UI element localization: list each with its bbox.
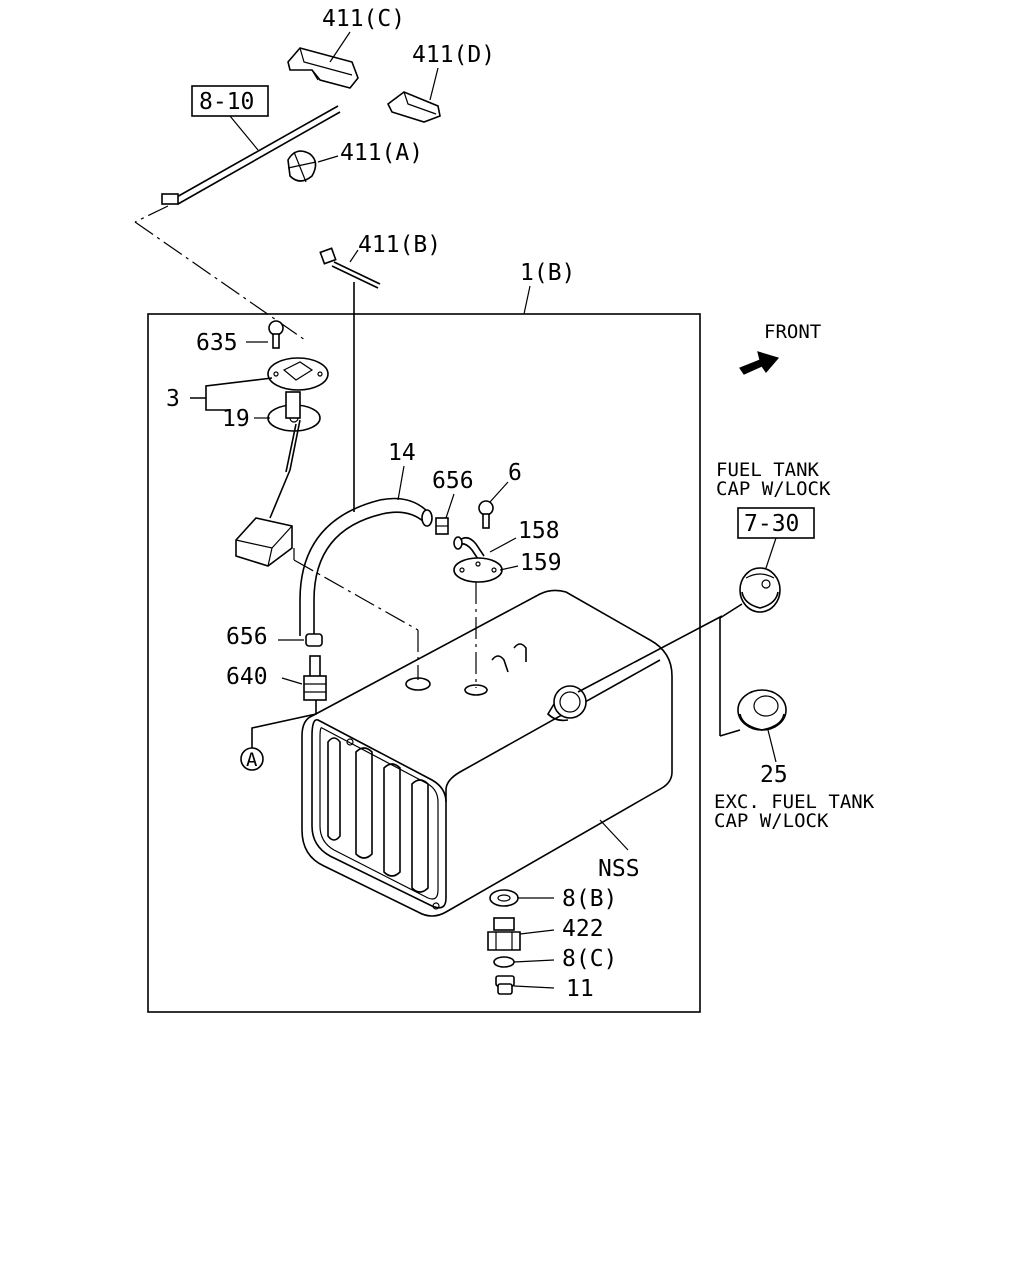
- leader-411a: [317, 155, 339, 163]
- plug-422: [487, 917, 521, 951]
- leader-158: [489, 537, 517, 553]
- label-7-30: 7-30: [744, 511, 799, 537]
- label-exc-line1: EXC. FUEL TANK: [714, 791, 875, 813]
- label-a: A: [246, 749, 258, 771]
- fuel-tank: [301, 589, 673, 917]
- locking-fuel-cap: [739, 567, 781, 613]
- bracket-3-19: [190, 377, 273, 411]
- label-411d: 411(D): [412, 42, 495, 68]
- leader-411d: [429, 67, 439, 101]
- wire-harness: [161, 105, 341, 205]
- float: [235, 517, 293, 567]
- leader-422: [519, 929, 555, 935]
- front-arrow-icon: [739, 351, 780, 375]
- clamp-411a: [287, 150, 317, 183]
- label-11: 11: [566, 976, 594, 1002]
- pump-plate-3: [267, 357, 329, 391]
- label-656-lower: 656: [226, 624, 268, 650]
- label-411c: 411(C): [322, 6, 405, 32]
- label-exc-line2: CAP W/LOCK: [714, 810, 829, 832]
- label-1b: 1(B): [520, 260, 575, 286]
- bolt-6: [478, 500, 494, 529]
- label-19: 19: [222, 406, 250, 432]
- leader-11: [513, 985, 555, 989]
- assembly-frame: [147, 313, 701, 1013]
- sender-unit-19: [267, 391, 321, 519]
- label-635: 635: [196, 330, 238, 356]
- clip-411c: [287, 47, 359, 89]
- label-3: 3: [166, 386, 180, 412]
- leader-411b: [349, 249, 359, 263]
- harness-phantom-1: [134, 205, 169, 223]
- clip-656-lower: [305, 633, 323, 647]
- label-25: 25: [760, 762, 788, 788]
- label-8-10: 8-10: [199, 89, 254, 115]
- leader-nss: [599, 819, 629, 851]
- connector-640: [303, 655, 327, 701]
- leader-14: [397, 465, 405, 501]
- clip-656-upper: [435, 517, 449, 535]
- leader-a: [251, 700, 317, 748]
- leader-6: [489, 481, 509, 503]
- label-411a: 411(A): [340, 140, 423, 166]
- label-8b: 8(B): [562, 886, 617, 912]
- clip-411d: [386, 91, 441, 123]
- leader-8-10: [229, 115, 259, 151]
- leader-7-30: [765, 537, 777, 569]
- washer-8b: [489, 889, 519, 907]
- washer-8c: [493, 956, 515, 968]
- leader-640: [281, 677, 303, 685]
- label-158: 158: [518, 518, 560, 544]
- leader-411c: [329, 31, 351, 63]
- leader-8c: [513, 959, 555, 963]
- fitting-158: [453, 536, 485, 563]
- label-fuel-cap-line1: FUEL TANK: [716, 459, 820, 481]
- screw-635: [268, 320, 284, 349]
- leader-656-upper: [445, 493, 455, 519]
- label-411b: 411(B): [358, 232, 441, 258]
- callout-a-circle: [240, 747, 264, 771]
- cap-link-line: [577, 615, 723, 693]
- hose-14: [299, 497, 433, 636]
- leader-1b: [523, 285, 531, 315]
- label-6: 6: [508, 460, 522, 486]
- leader-25: [767, 729, 777, 763]
- label-656-upper: 656: [432, 468, 474, 494]
- cap-bracket-upper: [719, 603, 743, 619]
- cap-bracket-lower: [719, 729, 741, 737]
- label-14: 14: [388, 440, 416, 466]
- label-8c: 8(C): [562, 946, 617, 972]
- label-front: FRONT: [764, 321, 821, 343]
- label-nss: NSS: [598, 856, 640, 882]
- label-422: 422: [562, 916, 604, 942]
- plate-159: [453, 557, 503, 583]
- label-159: 159: [520, 550, 562, 576]
- cable-tie-411b: [319, 247, 381, 289]
- label-640: 640: [226, 664, 268, 690]
- sender-phantom-1: [293, 559, 419, 631]
- leader-159: [499, 565, 519, 571]
- label-fuel-cap-line2: CAP W/LOCK: [716, 478, 831, 500]
- plug-11: [495, 975, 515, 995]
- fuel-cap-25: [737, 689, 787, 731]
